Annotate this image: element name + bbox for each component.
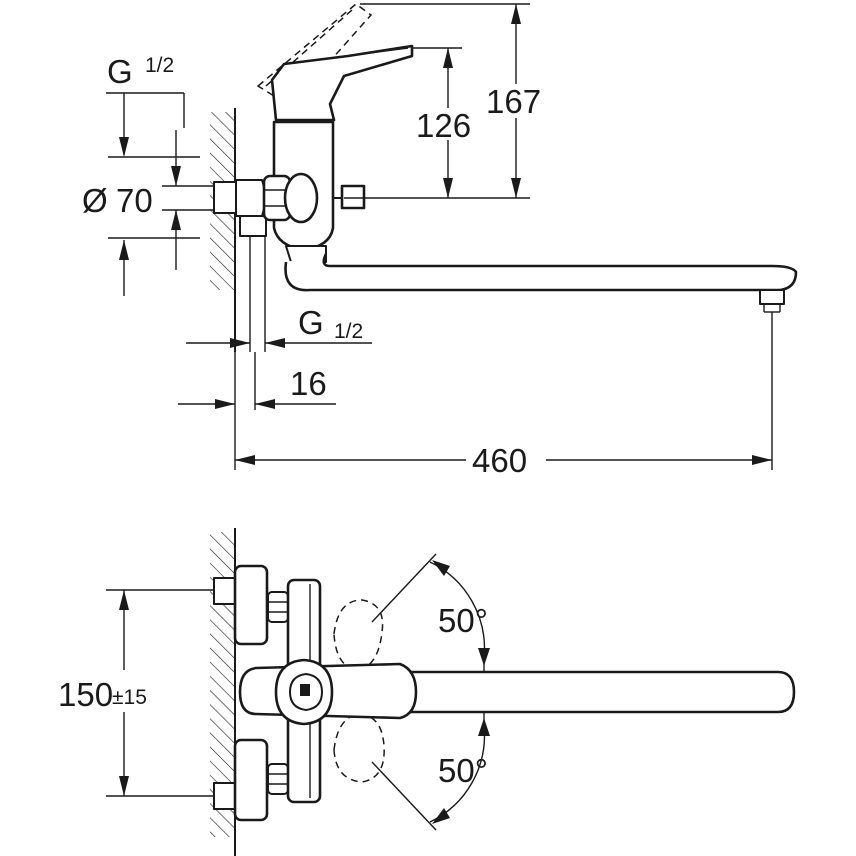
angle-top-label: 50° (438, 602, 488, 639)
side-view: G 1/2 Ø 70 (82, 3, 798, 479)
dim-126-label: 126 (416, 107, 471, 144)
faucet-body-side (262, 44, 414, 263)
g-thread-top-fraction: 1/2 (145, 54, 174, 77)
g-thread-top-label: G (107, 53, 133, 90)
diameter-value: 70 (116, 182, 153, 219)
dim-150-tolerance: ±15 (112, 686, 147, 709)
g-thread-mid-label: G (298, 304, 324, 341)
dim-460: 460 (234, 312, 773, 479)
dim-g-thread-top: G 1/2 (106, 53, 200, 158)
spout-side (284, 253, 798, 313)
diameter-symbol: Ø (82, 182, 108, 219)
dim-heights: 126 167 (344, 3, 550, 199)
dim-16: 16 (178, 352, 336, 410)
connector-upper (213, 564, 289, 646)
angle-upper: 50° (371, 553, 490, 672)
dim-diameter: Ø 70 (82, 130, 214, 296)
dim-167-label: 167 (486, 83, 541, 120)
dim-g-thread-mid: G 1/2 (186, 304, 372, 348)
dim-460-label: 460 (472, 442, 527, 479)
dim-150: 150 ±15 (58, 589, 214, 797)
dim-150-label: 150 (58, 676, 113, 713)
angle-lower: 50° (371, 712, 490, 831)
dim-16-label: 16 (290, 365, 327, 402)
g-thread-mid-fraction: 1/2 (334, 320, 363, 343)
lever-top (238, 658, 418, 726)
connector-lower (213, 738, 289, 822)
wall-side (210, 108, 236, 352)
angle-bottom-label: 50° (438, 752, 488, 789)
top-view: 50° 50° 150 ±15 (58, 528, 796, 856)
wall-connector (213, 179, 267, 352)
lever-alt-top (333, 599, 385, 783)
spout-top (318, 670, 796, 714)
